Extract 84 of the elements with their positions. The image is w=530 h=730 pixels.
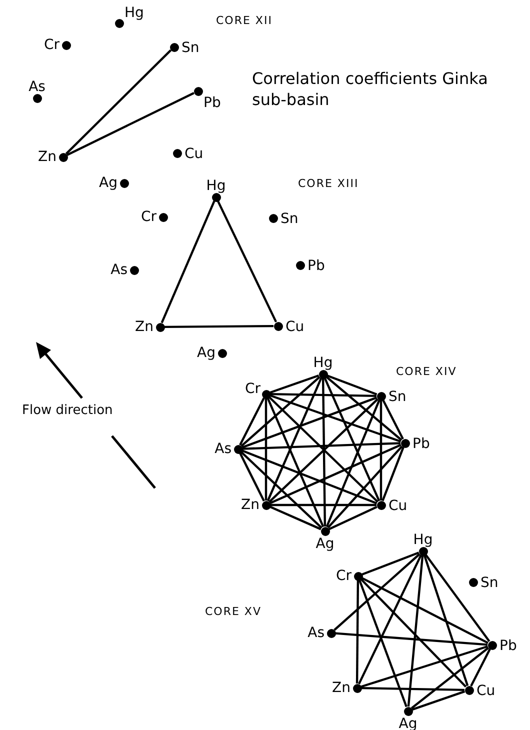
correlation-line — [270, 374, 320, 394]
correlation-line — [358, 554, 422, 684]
element-label: Zn — [332, 680, 350, 696]
correlation-line — [242, 442, 401, 450]
element-label: Cu — [476, 682, 496, 698]
element-label: Pb — [308, 258, 325, 274]
correlation-line — [326, 400, 380, 528]
correlation-line — [164, 324, 274, 328]
element-label: Hg — [124, 4, 144, 20]
element-label: Sn — [280, 210, 298, 226]
correlation-line — [410, 646, 490, 710]
element-label: Pb — [500, 638, 517, 654]
correlation-line — [328, 506, 378, 530]
element-label: Ag — [99, 174, 118, 190]
correlation-line — [382, 446, 404, 502]
element-label: Ag — [316, 536, 334, 552]
correlation-line — [407, 555, 424, 707]
correlation-line — [362, 577, 488, 644]
element-label: Sn — [388, 388, 406, 404]
correlation-line — [327, 446, 403, 528]
correlation-line — [266, 378, 322, 502]
element-label: As — [214, 440, 232, 456]
correlation-line — [270, 444, 402, 504]
correlation-line — [362, 552, 420, 576]
correlation-line — [335, 632, 488, 646]
element-label: Ag — [197, 344, 216, 360]
correlation-line — [270, 506, 322, 530]
correlation-line — [322, 378, 326, 527]
element-label: As — [110, 262, 128, 278]
element-label: Sn — [480, 574, 498, 590]
element-label: Zn — [38, 148, 56, 164]
element-label: Cu — [184, 146, 204, 162]
correlation-line — [324, 378, 380, 502]
element-label: Pb — [412, 436, 430, 452]
element-label: Pb — [204, 94, 221, 110]
correlation-line — [242, 450, 378, 504]
element-label: Cr — [244, 380, 260, 396]
correlation-line — [264, 398, 268, 500]
correlation-line — [326, 376, 402, 441]
element-label: Cu — [388, 498, 408, 514]
correlation-line — [334, 553, 420, 631]
correlation-line — [382, 400, 404, 440]
correlation-line — [358, 580, 408, 708]
correlation-line — [361, 686, 465, 692]
correlation-line — [360, 578, 467, 688]
element-label: Zn — [241, 496, 260, 512]
core-label: CORE XIII — [298, 177, 359, 190]
chart-title: Correlation coefficients Ginka sub-basin — [252, 68, 489, 110]
element-label: Cr — [336, 568, 352, 584]
correlation-line — [424, 554, 490, 642]
correlation-line — [216, 200, 278, 322]
element-label: Cr — [140, 208, 156, 224]
correlation-line — [326, 374, 378, 396]
correlation-line — [360, 645, 488, 688]
element-label: Hg — [313, 354, 333, 370]
core-label: CORE XII — [216, 14, 272, 27]
element-label: Zn — [135, 318, 154, 334]
correlation-line — [270, 392, 377, 398]
correlation-line — [66, 92, 194, 156]
core-label: CORE XIV — [396, 365, 457, 378]
element-label: Cu — [286, 318, 304, 334]
correlation-line — [356, 580, 360, 684]
correlation-line — [412, 690, 466, 711]
element-label: Hg — [206, 178, 226, 194]
element-label: Sn — [182, 40, 200, 56]
correlation-line — [65, 49, 172, 155]
correlation-line — [423, 554, 469, 686]
element-label: Hg — [413, 532, 433, 548]
element-label: As — [308, 624, 324, 640]
correlation-line — [380, 400, 382, 500]
correlation-line — [266, 398, 324, 528]
correlation-line — [270, 504, 376, 506]
correlation-line — [160, 200, 216, 324]
element-label: Cr — [44, 36, 60, 52]
correlation-line — [270, 394, 402, 443]
correlation-line — [240, 376, 320, 447]
flow-label: Flow direction — [22, 403, 113, 418]
correlation-line — [470, 648, 491, 686]
element-label: As — [28, 78, 46, 94]
correlation-line — [242, 396, 378, 448]
correlation-line — [240, 451, 322, 529]
core-label: CORE XV — [205, 605, 262, 618]
correlation-line — [239, 452, 265, 502]
correlation-line — [239, 398, 265, 446]
